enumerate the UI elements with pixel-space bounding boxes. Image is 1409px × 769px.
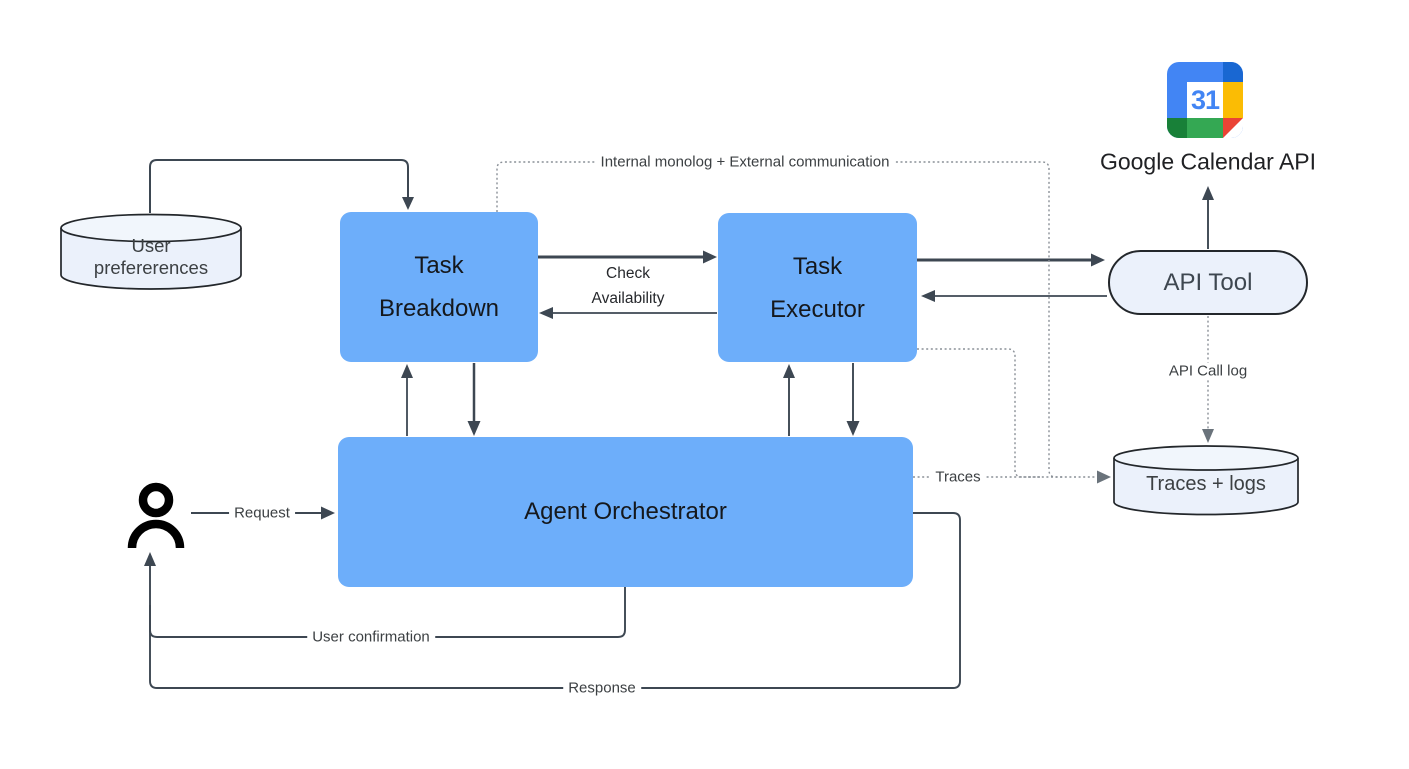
agent-orchestrator-box: Agent Orchestrator — [338, 437, 913, 587]
cylinder-shape — [60, 213, 242, 290]
task-executor-label-line1: Task — [792, 252, 843, 280]
edge-label-request: Request — [229, 504, 295, 522]
edge-userprefs-to-breakdown — [149, 159, 414, 213]
traces-logs-store: Traces + logs — [1113, 445, 1299, 516]
task-executor-label-line2: Executor — [770, 295, 865, 323]
gcal-darkblue-corner — [1223, 62, 1243, 82]
task-breakdown-box: Task Breakdown — [340, 212, 538, 362]
edge-label-response: Response — [563, 679, 641, 697]
edge-executor-to-orchestrator — [846, 363, 860, 436]
user-preferences-label: User prefererences — [93, 235, 209, 278]
task-breakdown-label-line1: Task — [414, 252, 464, 279]
edge-label-api-call-log: API Call log — [1163, 362, 1253, 380]
person-icon — [126, 482, 188, 552]
task-executor-box: Task Executor — [718, 213, 917, 362]
edge-label-internal-monolog: Internal monolog + External communicatio… — [595, 153, 895, 171]
edge-executor-to-breakdown — [539, 307, 717, 319]
edge-executor-to-apitool — [917, 253, 1105, 267]
edge-breakdown-to-orchestrator — [467, 363, 481, 436]
google-calendar-icon: 31 — [1167, 62, 1243, 138]
edge-orchestrator-to-executor — [783, 364, 795, 436]
traces-logs-label: Traces + logs — [1146, 473, 1266, 495]
gcal-green-edge — [1187, 118, 1223, 138]
edge-apitool-to-gcal — [1202, 186, 1214, 249]
gcal-yellow-edge — [1223, 82, 1243, 118]
google-calendar-api-label: Google Calendar API — [1099, 148, 1317, 175]
user-preferences-store: User prefererences — [60, 213, 242, 291]
cylinder-shape — [1113, 445, 1299, 516]
gcal-day-number: 31 — [1187, 82, 1223, 118]
edge-apitool-to-executor — [921, 290, 1107, 302]
task-breakdown-label-line2: Breakdown — [378, 295, 500, 322]
edge-orchestrator-to-breakdown — [401, 364, 413, 436]
edge-api-call-log — [1202, 316, 1214, 443]
edge-traces — [913, 470, 1111, 484]
agent-orchestrator-label: Agent Orchestrator — [524, 498, 727, 525]
edge-response — [149, 512, 961, 689]
api-tool-label: API Tool — [1163, 268, 1253, 296]
api-tool-pill: API Tool — [1108, 250, 1308, 315]
edge-breakdown-to-executor — [538, 250, 717, 264]
gcal-darkgreen-corner — [1167, 118, 1187, 138]
edge-executor-traces — [917, 348, 1040, 478]
edge-label-traces: Traces — [930, 468, 986, 486]
edge-label-user-confirmation: User confirmation — [307, 628, 435, 646]
edge-label-check-availability: Check Availability — [591, 265, 665, 307]
